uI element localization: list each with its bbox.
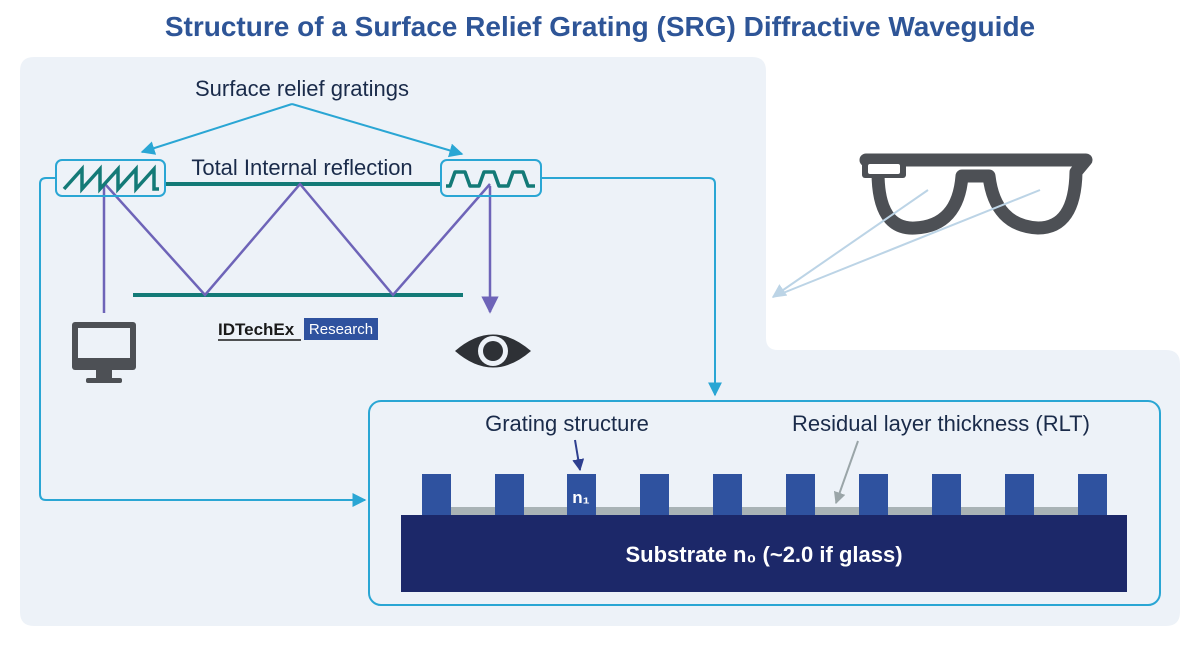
grating-pillar	[713, 474, 742, 515]
grating-pillar	[859, 474, 888, 515]
grating-pillar	[422, 474, 451, 515]
logo-tag: Research	[309, 321, 373, 338]
smart-glasses-icon	[771, 153, 1093, 298]
grating-pillar	[932, 474, 961, 515]
label-arrow-right	[291, 103, 464, 158]
detail-box	[368, 400, 1161, 606]
label-arrow-left	[140, 103, 293, 155]
residual-layer	[424, 507, 1106, 516]
slanted-grating-icon	[62, 164, 159, 194]
grating-structure-arrow	[572, 439, 585, 472]
connector-right	[541, 177, 722, 397]
page-title: Structure of a Surface Relief Grating (S…	[165, 11, 1035, 42]
logo-brand: IDTechEx	[218, 320, 295, 339]
grating-pillar	[640, 474, 669, 515]
grating-pillar	[786, 474, 815, 515]
surface-relief-label: Surface relief gratings	[195, 76, 409, 101]
idtechex-logo: IDTechEx Research	[218, 318, 378, 341]
connector-left	[39, 177, 367, 507]
grating-pillar	[567, 474, 596, 515]
grating-pillars	[422, 474, 1107, 515]
binary-grating-icon	[446, 170, 535, 188]
grating-pillar	[1078, 474, 1107, 515]
refractive-index-n1: n₁	[572, 488, 589, 507]
tir-ray-path	[104, 182, 491, 297]
grating-structure-label: Grating structure	[485, 411, 649, 436]
eye-icon	[455, 334, 531, 368]
substrate	[401, 515, 1127, 592]
tir-label: Total Internal reflection	[191, 155, 412, 180]
background-panel	[20, 57, 1180, 626]
grating-pillar	[1005, 474, 1034, 515]
grating-pillar	[495, 474, 524, 515]
rlt-arrow	[833, 440, 859, 505]
substrate-label: Substrate n₀ (~2.0 if glass)	[625, 542, 902, 567]
monitor-icon	[72, 322, 136, 383]
rlt-label: Residual layer thickness (RLT)	[792, 411, 1090, 436]
